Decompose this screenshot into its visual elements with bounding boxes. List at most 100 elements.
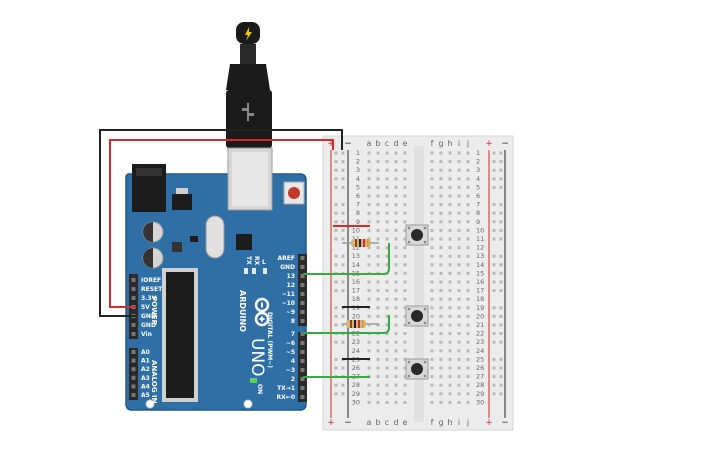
breadboard-hole[interactable] bbox=[430, 314, 434, 318]
breadboard-hole[interactable] bbox=[466, 323, 470, 327]
breadboard-hole[interactable] bbox=[457, 194, 461, 198]
rail-hole[interactable] bbox=[492, 392, 496, 396]
breadboard-hole[interactable] bbox=[394, 280, 398, 284]
rail-hole[interactable] bbox=[334, 220, 338, 224]
breadboard-hole[interactable] bbox=[466, 177, 470, 181]
rail-hole[interactable] bbox=[334, 340, 338, 344]
breadboard-hole[interactable] bbox=[376, 340, 380, 344]
breadboard-hole[interactable] bbox=[403, 383, 407, 387]
breadboard-hole[interactable] bbox=[385, 392, 389, 396]
breadboard-hole[interactable] bbox=[439, 220, 443, 224]
breadboard-hole[interactable] bbox=[385, 185, 389, 189]
breadboard[interactable]: 1122334455667788991010111112121313141415… bbox=[322, 135, 514, 431]
breadboard-hole[interactable] bbox=[430, 297, 434, 301]
breadboard-hole[interactable] bbox=[448, 400, 452, 404]
breadboard-hole[interactable] bbox=[448, 177, 452, 181]
power-pin[interactable] bbox=[131, 296, 136, 300]
breadboard-hole[interactable] bbox=[385, 220, 389, 224]
breadboard-hole[interactable] bbox=[466, 246, 470, 250]
breadboard-hole[interactable] bbox=[403, 357, 407, 361]
breadboard-hole[interactable] bbox=[367, 211, 371, 215]
breadboard-hole[interactable] bbox=[394, 349, 398, 353]
breadboard-hole[interactable] bbox=[430, 375, 434, 379]
breadboard-hole[interactable] bbox=[430, 323, 434, 327]
rail-hole[interactable] bbox=[334, 254, 338, 258]
breadboard-hole[interactable] bbox=[403, 366, 407, 370]
breadboard-hole[interactable] bbox=[457, 332, 461, 336]
breadboard-hole[interactable] bbox=[376, 151, 380, 155]
breadboard-hole[interactable] bbox=[385, 194, 389, 198]
breadboard-hole[interactable] bbox=[430, 289, 434, 293]
rail-hole[interactable] bbox=[341, 237, 345, 241]
breadboard-hole[interactable] bbox=[376, 383, 380, 387]
breadboard-hole[interactable] bbox=[376, 366, 380, 370]
breadboard-hole[interactable] bbox=[376, 357, 380, 361]
breadboard-hole[interactable] bbox=[394, 254, 398, 258]
breadboard-hole[interactable] bbox=[430, 263, 434, 267]
rail-hole[interactable] bbox=[499, 314, 503, 318]
breadboard-hole[interactable] bbox=[385, 246, 389, 250]
rail-hole[interactable] bbox=[341, 323, 345, 327]
rail-hole[interactable] bbox=[341, 168, 345, 172]
breadboard-hole[interactable] bbox=[394, 271, 398, 275]
digital-pin[interactable] bbox=[300, 350, 305, 354]
breadboard-hole[interactable] bbox=[448, 203, 452, 207]
breadboard-hole[interactable] bbox=[385, 400, 389, 404]
digital-pin[interactable] bbox=[300, 265, 305, 269]
breadboard-hole[interactable] bbox=[376, 400, 380, 404]
breadboard-hole[interactable] bbox=[394, 306, 398, 310]
rail-hole[interactable] bbox=[334, 314, 338, 318]
breadboard-hole[interactable] bbox=[385, 228, 389, 232]
breadboard-hole[interactable] bbox=[439, 400, 443, 404]
breadboard-hole[interactable] bbox=[448, 194, 452, 198]
breadboard-hole[interactable] bbox=[466, 332, 470, 336]
breadboard-hole[interactable] bbox=[367, 228, 371, 232]
breadboard-hole[interactable] bbox=[403, 289, 407, 293]
breadboard-hole[interactable] bbox=[385, 332, 389, 336]
rail-hole[interactable] bbox=[499, 228, 503, 232]
rail-hole[interactable] bbox=[492, 332, 496, 336]
breadboard-hole[interactable] bbox=[367, 366, 371, 370]
breadboard-hole[interactable] bbox=[376, 323, 380, 327]
breadboard-hole[interactable] bbox=[466, 194, 470, 198]
rail-hole[interactable] bbox=[499, 383, 503, 387]
rail-hole[interactable] bbox=[334, 289, 338, 293]
rail-hole[interactable] bbox=[492, 254, 496, 258]
breadboard-hole[interactable] bbox=[439, 228, 443, 232]
breadboard-hole[interactable] bbox=[385, 211, 389, 215]
breadboard-hole[interactable] bbox=[403, 375, 407, 379]
breadboard-hole[interactable] bbox=[457, 220, 461, 224]
rail-hole[interactable] bbox=[341, 177, 345, 181]
digital-pin[interactable] bbox=[300, 377, 305, 381]
digital-pin[interactable] bbox=[300, 368, 305, 372]
breadboard-hole[interactable] bbox=[457, 314, 461, 318]
rail-hole[interactable] bbox=[499, 177, 503, 181]
breadboard-hole[interactable] bbox=[385, 160, 389, 164]
analog-pin[interactable] bbox=[131, 384, 136, 389]
breadboard-hole[interactable] bbox=[457, 185, 461, 189]
breadboard-hole[interactable] bbox=[367, 297, 371, 301]
breadboard-hole[interactable] bbox=[457, 340, 461, 344]
breadboard-hole[interactable] bbox=[457, 177, 461, 181]
breadboard-hole[interactable] bbox=[367, 168, 371, 172]
breadboard-hole[interactable] bbox=[376, 314, 380, 318]
rail-hole[interactable] bbox=[499, 237, 503, 241]
rail-hole[interactable] bbox=[334, 357, 338, 361]
breadboard-hole[interactable] bbox=[394, 228, 398, 232]
breadboard-hole[interactable] bbox=[439, 151, 443, 155]
breadboard-hole[interactable] bbox=[466, 340, 470, 344]
rail-hole[interactable] bbox=[492, 220, 496, 224]
breadboard-hole[interactable] bbox=[403, 323, 407, 327]
breadboard-hole[interactable] bbox=[376, 211, 380, 215]
rail-hole[interactable] bbox=[492, 375, 496, 379]
breadboard-hole[interactable] bbox=[403, 280, 407, 284]
breadboard-hole[interactable] bbox=[439, 332, 443, 336]
breadboard-hole[interactable] bbox=[376, 280, 380, 284]
breadboard-hole[interactable] bbox=[376, 203, 380, 207]
digital-pin[interactable] bbox=[300, 395, 305, 399]
breadboard-hole[interactable] bbox=[394, 314, 398, 318]
rail-hole[interactable] bbox=[492, 366, 496, 370]
breadboard-hole[interactable] bbox=[430, 340, 434, 344]
breadboard-hole[interactable] bbox=[385, 289, 389, 293]
rail-hole[interactable] bbox=[341, 220, 345, 224]
